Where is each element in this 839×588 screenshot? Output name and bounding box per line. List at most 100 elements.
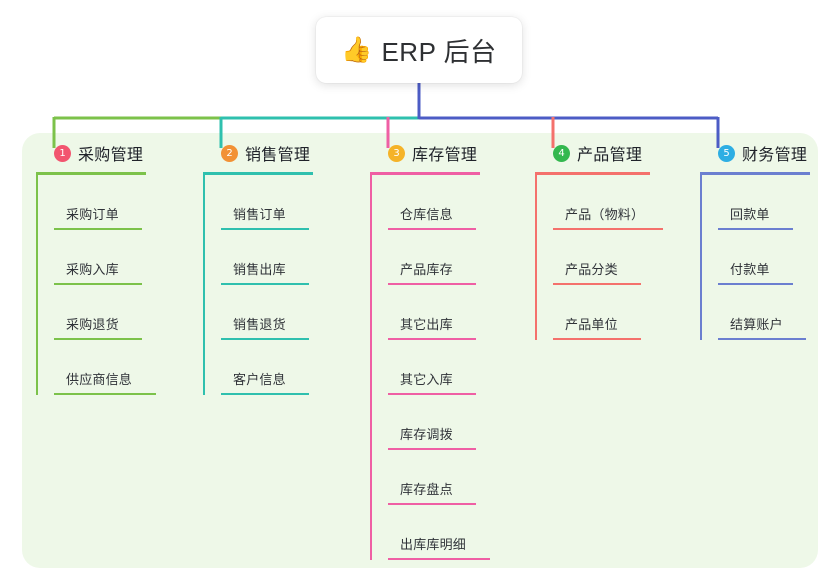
- menu-item-label: 出库库明细: [400, 537, 467, 552]
- menu-item-rule: [718, 228, 793, 230]
- menu-item[interactable]: 采购订单: [54, 175, 188, 230]
- menu-item-label: 结算账户: [730, 317, 783, 332]
- column-title-4: 产品管理: [577, 147, 643, 164]
- column-header-2[interactable]: 2 销售管理: [203, 140, 355, 166]
- menu-item[interactable]: 采购入库: [54, 230, 188, 285]
- menu-item-rule: [388, 283, 476, 285]
- menu-item[interactable]: 产品（物料）: [553, 175, 695, 230]
- menu-item-label: 供应商信息: [66, 372, 133, 387]
- menu-item-rule: [54, 338, 142, 340]
- menu-item-rule: [718, 338, 806, 340]
- menu-item[interactable]: 销售出库: [221, 230, 355, 285]
- column-spine-3: [370, 175, 372, 560]
- column-title-1: 采购管理: [78, 147, 144, 164]
- menu-item-label: 销售退货: [233, 317, 286, 332]
- menu-item-label: 采购订单: [66, 207, 119, 222]
- column-spine-1: [36, 175, 38, 395]
- menu-item-rule: [388, 503, 476, 505]
- menu-item-rule: [54, 283, 142, 285]
- menu-item[interactable]: 库存调拨: [388, 395, 522, 450]
- menu-item[interactable]: 回款单: [718, 175, 839, 230]
- column-badge-3: 3: [388, 144, 405, 162]
- root-node-title: ERP 后台: [381, 36, 497, 67]
- column-title-2: 销售管理: [245, 147, 311, 164]
- menu-item-label: 采购入库: [66, 262, 119, 277]
- column-3: 3 库存管理仓库信息产品库存其它出库其它入库库存调拨库存盘点出库库明细: [370, 140, 522, 560]
- menu-item[interactable]: 采购退货: [54, 285, 188, 340]
- menu-item[interactable]: 产品分类: [553, 230, 695, 285]
- column-1: 1 采购管理采购订单采购入库采购退货供应商信息: [36, 140, 188, 395]
- menu-item-label: 库存盘点: [400, 482, 453, 497]
- menu-item[interactable]: 产品库存: [388, 230, 522, 285]
- column-header-3[interactable]: 3 库存管理: [370, 140, 522, 166]
- column-title-5: 财务管理: [742, 147, 808, 164]
- menu-item[interactable]: 其它出库: [388, 285, 522, 340]
- menu-item-label: 产品单位: [565, 317, 618, 332]
- menu-item-label: 库存调拨: [400, 427, 453, 442]
- menu-item-rule: [54, 228, 142, 230]
- menu-item[interactable]: 结算账户: [718, 285, 839, 340]
- menu-item-rule: [553, 228, 663, 230]
- menu-item[interactable]: 供应商信息: [54, 340, 188, 395]
- column-spine-2: [203, 175, 205, 395]
- menu-item-rule: [221, 393, 309, 395]
- column-items-4: 产品（物料） 产品分类产品单位: [535, 175, 695, 340]
- thumbs-up-icon: 👍: [341, 35, 373, 64]
- column-header-1[interactable]: 1 采购管理: [36, 140, 188, 166]
- column-spine-4: [535, 175, 537, 340]
- column-5: 5 财务管理回款单付款单结算账户: [700, 140, 839, 340]
- column-badge-1: 1: [54, 144, 71, 162]
- menu-item-label: 回款单: [730, 207, 770, 222]
- menu-item-label: 客户信息: [233, 372, 286, 387]
- menu-item-label: 销售出库: [233, 262, 286, 277]
- menu-item-rule: [553, 283, 641, 285]
- column-badge-2: 2: [221, 144, 238, 162]
- menu-item[interactable]: 其它入库: [388, 340, 522, 395]
- root-node-erp-backend[interactable]: 👍 ERP 后台: [316, 17, 522, 83]
- menu-item[interactable]: 付款单: [718, 230, 839, 285]
- column-items-5: 回款单付款单结算账户: [700, 175, 839, 340]
- menu-item-rule: [388, 558, 490, 560]
- column-header-rule-2: [203, 172, 313, 175]
- menu-item-rule: [221, 228, 309, 230]
- menu-item-rule: [221, 283, 309, 285]
- column-items-2: 销售订单销售出库销售退货客户信息: [203, 175, 355, 395]
- column-header-rule-5: [700, 172, 810, 175]
- menu-item[interactable]: 销售退货: [221, 285, 355, 340]
- menu-item-label: 其它出库: [400, 317, 453, 332]
- menu-item[interactable]: 仓库信息: [388, 175, 522, 230]
- column-2: 2 销售管理销售订单销售出库销售退货客户信息: [203, 140, 355, 395]
- menu-item-label: 付款单: [730, 262, 770, 277]
- column-header-rule-3: [370, 172, 480, 175]
- menu-item-rule: [388, 338, 476, 340]
- menu-item-label: 产品库存: [400, 262, 453, 277]
- menu-item-rule: [388, 448, 476, 450]
- menu-item[interactable]: 出库库明细: [388, 505, 522, 560]
- menu-item-rule: [553, 338, 641, 340]
- menu-item[interactable]: 客户信息: [221, 340, 355, 395]
- menu-item-rule: [388, 228, 476, 230]
- menu-item[interactable]: 销售订单: [221, 175, 355, 230]
- background-panel: [22, 133, 818, 568]
- column-items-3: 仓库信息产品库存其它出库其它入库库存调拨库存盘点出库库明细: [370, 175, 522, 560]
- menu-item-label: 产品（物料）: [565, 207, 645, 222]
- menu-item[interactable]: 产品单位: [553, 285, 695, 340]
- column-spine-5: [700, 175, 702, 340]
- menu-item-label: 其它入库: [400, 372, 453, 387]
- column-title-3: 库存管理: [412, 147, 478, 164]
- column-items-1: 采购订单采购入库采购退货供应商信息: [36, 175, 188, 395]
- menu-item-rule: [388, 393, 476, 395]
- column-header-5[interactable]: 5 财务管理: [700, 140, 839, 166]
- menu-item[interactable]: 库存盘点: [388, 450, 522, 505]
- column-badge-5: 5: [718, 144, 735, 162]
- menu-item-label: 仓库信息: [400, 207, 453, 222]
- menu-item-rule: [54, 393, 156, 395]
- menu-item-label: 产品分类: [565, 262, 618, 277]
- menu-item-label: 采购退货: [66, 317, 119, 332]
- menu-item-label: 销售订单: [233, 207, 286, 222]
- column-header-rule-1: [36, 172, 146, 175]
- column-header-rule-4: [535, 172, 650, 175]
